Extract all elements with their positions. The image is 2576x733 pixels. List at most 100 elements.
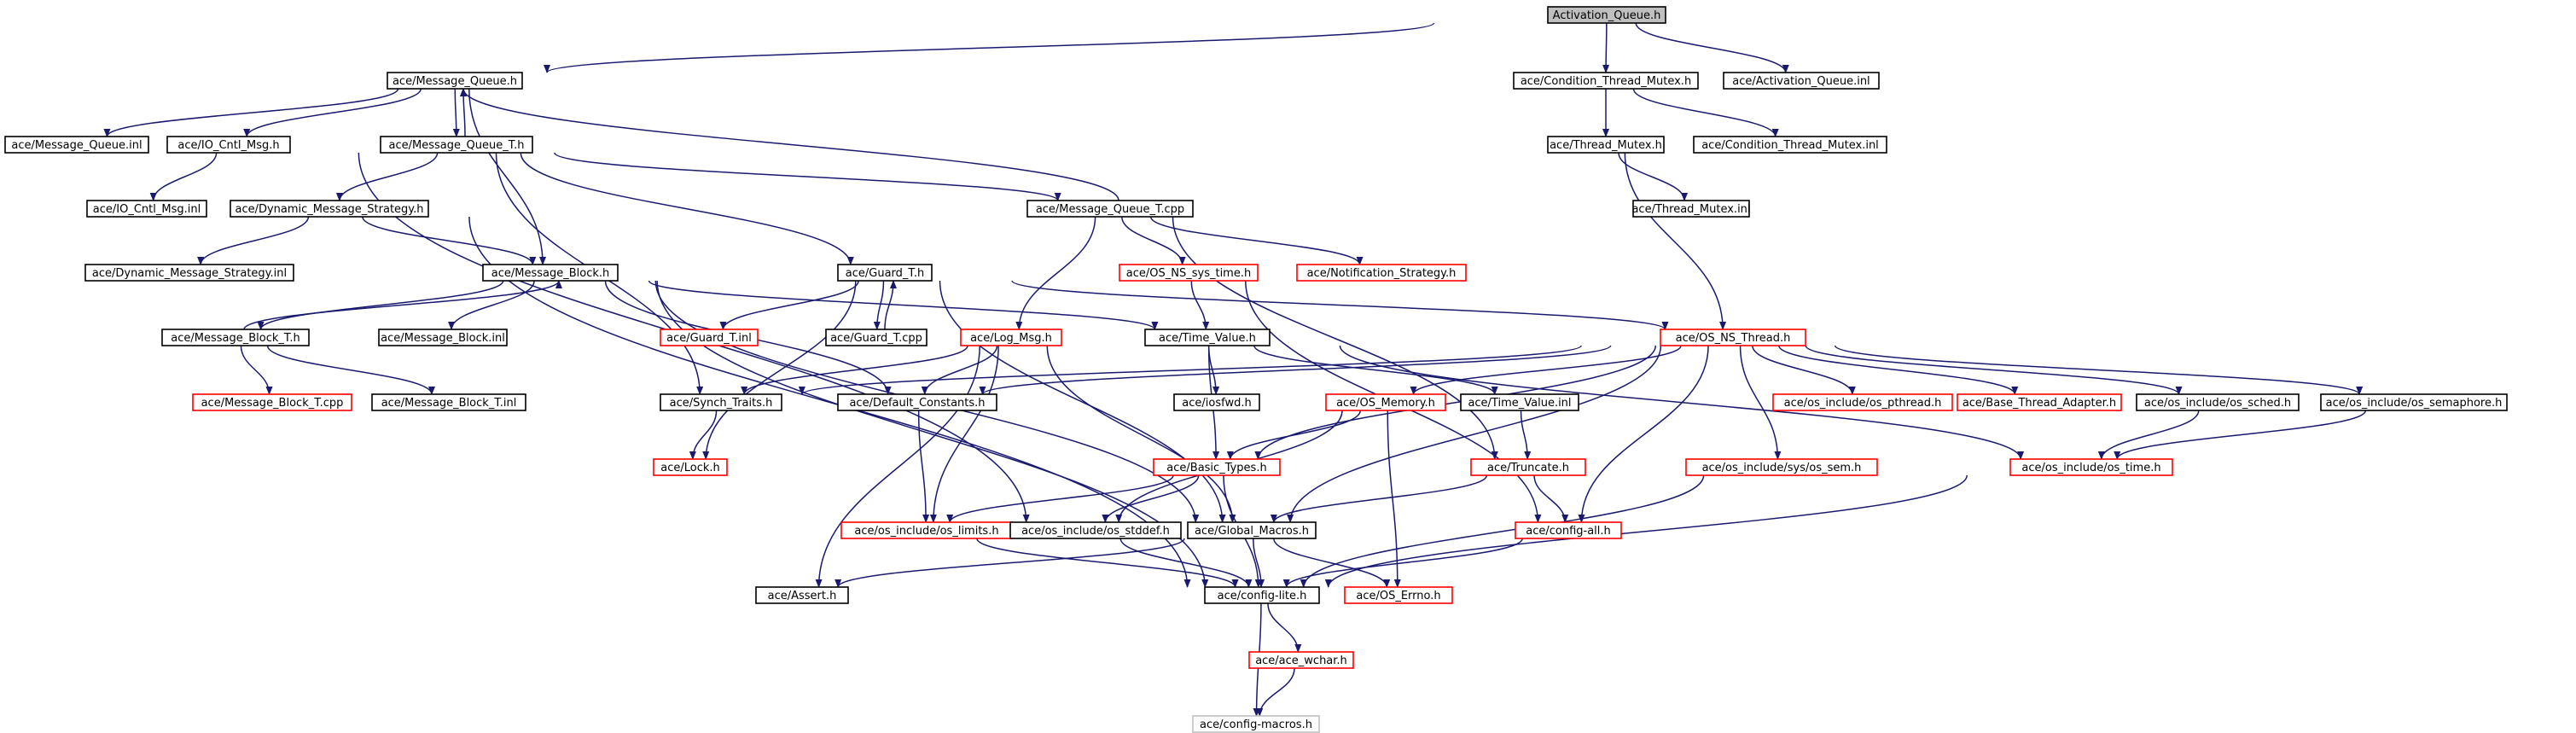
node-box bbox=[482, 264, 619, 282]
node-box bbox=[1685, 458, 1878, 476]
node-message-queue-inl[interactable]: ace/Message_Queue.inl bbox=[4, 136, 149, 154]
edge-time_value_inl-to-truncate_h bbox=[1520, 410, 1532, 460]
edge-os_ns_thread_h-to-os_sched_h bbox=[1805, 345, 2183, 395]
node-label: ace/Message_Block.inl bbox=[381, 332, 505, 345]
node-os-sched-h[interactable]: ace/os_include/os_sched.h bbox=[2136, 393, 2300, 411]
node-label: ace/Truncate.h bbox=[1487, 462, 1569, 474]
node-condition-thread-mutex-inl[interactable]: ace/Condition_Thread_Mutex.inl bbox=[1693, 136, 1887, 154]
edge-log_msg_h-to-assert_h bbox=[815, 345, 980, 588]
node-message-block-inl[interactable]: ace/Message_Block.inl bbox=[378, 329, 508, 346]
node-box bbox=[1009, 521, 1182, 539]
node-os-sys-sem-h[interactable]: ace/os_include/sys/os_sem.h bbox=[1685, 458, 1878, 476]
node-guard-t-cpp[interactable]: ace/Guard_T.cpp bbox=[825, 329, 927, 346]
node-os-memory-h[interactable]: ace/OS_Memory.h bbox=[1325, 393, 1446, 411]
node-box bbox=[1204, 586, 1320, 604]
node-message-block-t-h[interactable]: ace/Message_Block_T.h bbox=[161, 329, 310, 346]
node-thread-mutex-h[interactable]: ace/Thread_Mutex.h bbox=[1547, 136, 1665, 154]
node-message-queue-h[interactable]: ace/Message_Queue.h bbox=[387, 72, 523, 90]
node-box bbox=[4, 136, 149, 154]
edge-os_semaphore_h-to-os_time_h bbox=[2114, 410, 2367, 460]
edge-global_macros_h-to-config_lite_h bbox=[1253, 538, 1265, 588]
node-iosfwd-h[interactable]: ace/iosfwd.h bbox=[1173, 393, 1260, 411]
node-message-block-h[interactable]: ace/Message_Block.h bbox=[482, 264, 619, 282]
node-box bbox=[825, 329, 927, 346]
node-message-queue-t-h[interactable]: ace/Message_Queue_T.h bbox=[380, 136, 533, 154]
node-config-macros-h[interactable]: ace/config-macros.h bbox=[1192, 715, 1320, 733]
node-lock-h[interactable]: ace/Lock.h bbox=[653, 458, 728, 476]
node-os-errno-h[interactable]: ace/OS_Errno.h bbox=[1344, 586, 1453, 604]
node-box bbox=[192, 393, 352, 411]
node-box bbox=[380, 136, 533, 154]
edge-os_ns_thread_h-to-os_sys_sem_h bbox=[1739, 345, 1782, 460]
node-label: ace/OS_Errno.h bbox=[1356, 590, 1440, 602]
node-condition-thread-mutex-h[interactable]: ace/Condition_Thread_Mutex.h bbox=[1513, 72, 1699, 90]
node-truncate-h[interactable]: ace/Truncate.h bbox=[1470, 458, 1586, 476]
node-ace-wchar-h[interactable]: ace/ace_wchar.h bbox=[1248, 651, 1354, 669]
node-box bbox=[660, 393, 782, 411]
node-os-limits-h[interactable]: ace/os_include/os_limits.h bbox=[840, 521, 1013, 539]
node-box bbox=[1119, 264, 1259, 282]
node-notification-strategy-h[interactable]: ace/Notification_Strategy.h bbox=[1296, 264, 1467, 282]
node-box bbox=[1153, 458, 1281, 476]
node-label: ace/Guard_T.cpp bbox=[830, 332, 922, 345]
edge-condition_thread_mutex_h-to-condition_thread_mutex_inl bbox=[1632, 88, 1779, 137]
node-config-lite-h[interactable]: ace/config-lite.h bbox=[1204, 586, 1320, 604]
node-time-value-h[interactable]: ace/Time_Value.h bbox=[1144, 329, 1271, 346]
node-io-cntl-msg-inl[interactable]: ace/IO_Cntl_Msg.inl bbox=[86, 200, 207, 218]
edge-os_ns_thread_h-to-config_all_h bbox=[1578, 345, 1709, 523]
node-label: ace/IO_Cntl_Msg.h bbox=[177, 139, 279, 152]
node-box bbox=[1515, 521, 1622, 539]
node-label: ace/Thread_Mutex.inl bbox=[1631, 203, 1750, 216]
node-os-time-h[interactable]: ace/os_include/os_time.h bbox=[2009, 458, 2173, 476]
node-message-block-t-inl[interactable]: ace/Message_Block_T.inl bbox=[371, 393, 526, 411]
node-box bbox=[84, 264, 294, 282]
edge-log_msg_h-to-os_limits_h bbox=[929, 345, 999, 523]
edge-truncate_h-to-global_macros_h bbox=[1271, 474, 1488, 523]
node-message-queue-t-cpp[interactable]: ace/Message_Queue_T.cpp bbox=[1026, 200, 1194, 218]
node-box bbox=[653, 458, 728, 476]
node-os-semaphore-h[interactable]: ace/os_include/os_semaphore.h bbox=[2320, 393, 2508, 411]
node-default-constants-h[interactable]: ace/Default_Constants.h bbox=[837, 393, 997, 411]
node-synch-traits-h[interactable]: ace/Synch_Traits.h bbox=[660, 393, 782, 411]
edge-dynamic_message_strategy_h-to-config_lite_h bbox=[468, 216, 1191, 588]
edge-time_value_h-to-os_time_h bbox=[1339, 345, 2024, 460]
node-base-thread-adapter-h[interactable]: ace/Base_Thread_Adapter.h bbox=[1957, 393, 2122, 411]
node-message-block-t-cpp[interactable]: ace/Message_Block_T.cpp bbox=[192, 393, 352, 411]
node-label: ace/Message_Block_T.cpp bbox=[201, 397, 344, 410]
node-config-all-h[interactable]: ace/config-all.h bbox=[1515, 521, 1622, 539]
node-label: ace/Message_Block_T.h bbox=[171, 332, 299, 345]
node-box bbox=[1248, 651, 1354, 669]
node-label: ace/Message_Queue_T.cpp bbox=[1036, 203, 1184, 216]
node-io-cntl-msg-h[interactable]: ace/IO_Cntl_Msg.h bbox=[166, 136, 291, 154]
node-activation-queue-inl[interactable]: ace/Activation_Queue.inl bbox=[1723, 72, 1880, 90]
edge-guard_t_h-to-global_macros_h bbox=[939, 280, 1226, 523]
node-basic-types-h[interactable]: ace/Basic_Types.h bbox=[1153, 458, 1281, 476]
node-label: ace/Message_Queue.inl bbox=[11, 139, 142, 152]
node-box bbox=[1173, 393, 1260, 411]
node-label: ace/IO_Cntl_Msg.inl bbox=[93, 203, 201, 216]
node-label: ace/Notification_Strategy.h bbox=[1307, 267, 1457, 280]
edge-message_block_t_h-to-message_block_t_cpp bbox=[240, 345, 273, 395]
node-dynamic-message-strategy-inl[interactable]: ace/Dynamic_Message_Strategy.inl bbox=[84, 264, 294, 282]
edge-message_queue_t_h-to-guard_t_h bbox=[520, 152, 854, 265]
node-thread-mutex-inl[interactable]: ace/Thread_Mutex.inl bbox=[1631, 200, 1751, 218]
node-os-ns-sys-time-h[interactable]: ace/OS_NS_sys_time.h bbox=[1119, 264, 1259, 282]
node-os-ns-thread-h[interactable]: ace/OS_NS_Thread.h bbox=[1660, 329, 1806, 346]
node-label: ace/Message_Queue_T.h bbox=[389, 139, 525, 152]
node-assert-h[interactable]: ace/Assert.h bbox=[755, 586, 849, 604]
node-box bbox=[378, 329, 508, 346]
node-label: ace/OS_NS_Thread.h bbox=[1676, 332, 1791, 345]
node-box bbox=[1026, 200, 1194, 218]
node-label: ace/Condition_Thread_Mutex.inl bbox=[1701, 139, 1879, 152]
node-label: ace/Message_Block_T.inl bbox=[381, 397, 517, 410]
node-guard-t-inl[interactable]: ace/Guard_T.inl bbox=[660, 329, 759, 346]
node-dynamic-message-strategy-h[interactable]: ace/Dynamic_Message_Strategy.h bbox=[230, 200, 429, 218]
node-box bbox=[1470, 458, 1586, 476]
node-os-pthread-h[interactable]: ace/os_include/os_pthread.h bbox=[1772, 393, 1953, 411]
node-global-macros-h[interactable]: ace/Global_Macros.h bbox=[1187, 521, 1317, 539]
node-time-value-inl[interactable]: ace/Time_Value.inl bbox=[1460, 393, 1579, 411]
edge-os_sched_h-to-os_time_h bbox=[2097, 410, 2200, 460]
node-guard-t-h[interactable]: ace/Guard_T.h bbox=[837, 264, 933, 282]
node-log-msg-h[interactable]: ace/Log_Msg.h bbox=[960, 329, 1062, 346]
node-os-stddef-h[interactable]: ace/os_include/os_stddef.h bbox=[1009, 521, 1182, 539]
